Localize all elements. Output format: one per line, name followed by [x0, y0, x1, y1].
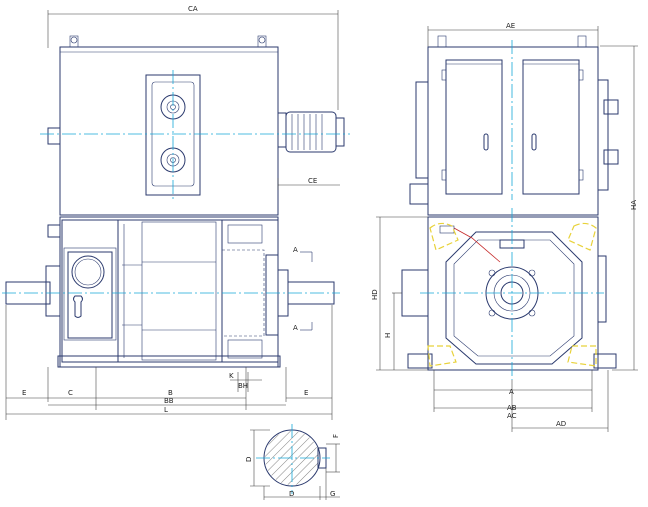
label-hd: HD [371, 289, 379, 300]
label-e-right: E [304, 389, 308, 397]
upper-housing [59, 46, 279, 216]
label-ab: AB [507, 404, 517, 412]
end-upper-housing [427, 46, 599, 216]
side-view: CA [2, 5, 350, 420]
label-d-vertical: D [245, 457, 253, 462]
door-handle-right-icon [531, 133, 537, 151]
terminal-box [67, 251, 113, 339]
label-bb: BB [164, 397, 174, 405]
label-b: B [168, 389, 173, 397]
label-ce: CE [308, 177, 317, 185]
label-a: A [509, 388, 514, 396]
label-g: G [330, 490, 335, 498]
door-handle-left-icon [483, 133, 489, 151]
label-k: K [229, 372, 234, 380]
section-label-top: A [293, 246, 298, 254]
label-c: C [68, 389, 73, 397]
blower-motor [285, 111, 337, 153]
access-door-left [445, 59, 503, 195]
label-f: F [332, 434, 340, 438]
label-ac: AC [507, 412, 517, 420]
label-ca: CA [188, 5, 198, 13]
label-ha: HA [630, 200, 638, 210]
label-h: H [384, 333, 392, 338]
access-door-right [522, 59, 580, 195]
end-frame-octagon [445, 231, 583, 365]
machine-body [59, 216, 279, 368]
section-label-bottom: A [293, 324, 298, 332]
label-d-horizontal: D [289, 490, 294, 498]
label-l: L [164, 406, 168, 414]
label-bh: BH [238, 382, 248, 390]
end-view: AE HA [371, 22, 638, 432]
shaft-section: D D F G [245, 424, 340, 500]
label-e-left: E [22, 389, 26, 397]
label-ae: AE [506, 22, 515, 30]
label-ad: AD [556, 420, 566, 428]
